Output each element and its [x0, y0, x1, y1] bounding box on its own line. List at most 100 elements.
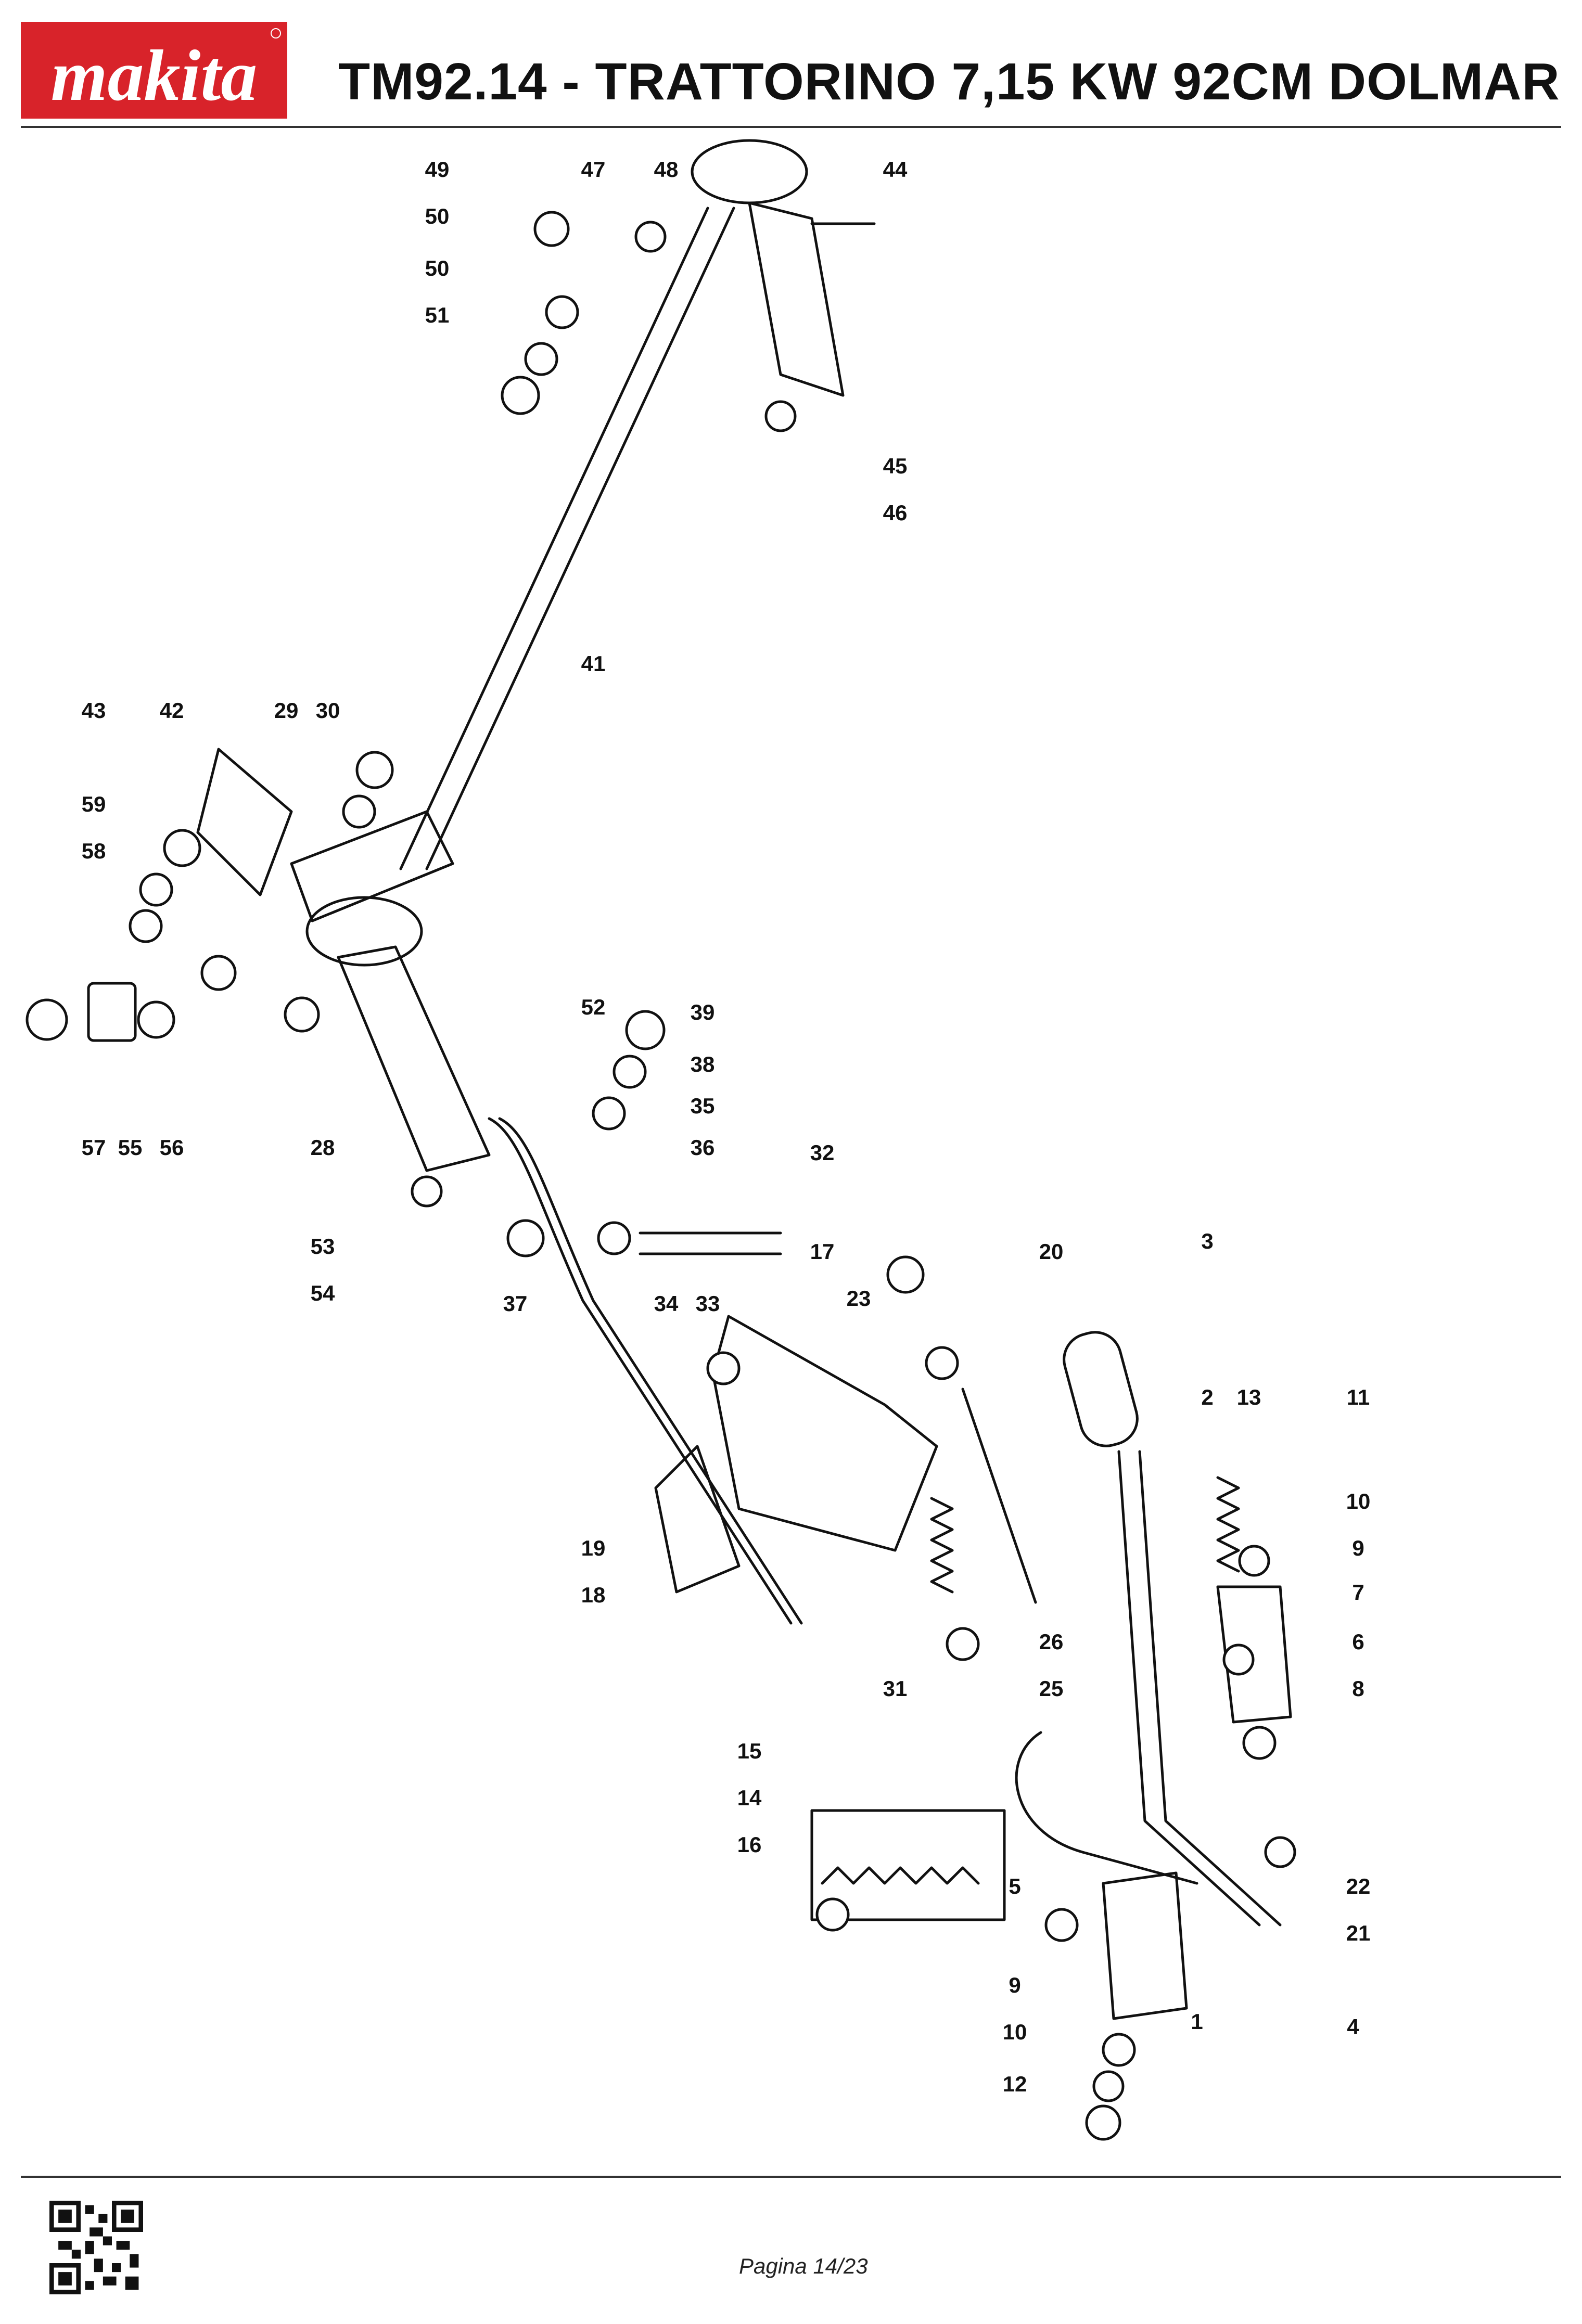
part-label: 5: [1009, 1874, 1020, 1898]
part-label: 9: [1352, 1536, 1364, 1560]
bracket-18: [654, 1445, 741, 1594]
brand-wordmark: makita: [51, 35, 258, 116]
nut-28b: [284, 996, 320, 1033]
part-label: 32: [810, 1140, 835, 1165]
part-label: 21: [1346, 1921, 1371, 1945]
part-label: 8: [1352, 1676, 1364, 1701]
washer-38: [613, 1055, 647, 1089]
makita-logo: makita: [21, 22, 287, 119]
bracket-1: [1102, 1871, 1188, 2020]
part-label: 45: [883, 454, 908, 478]
part-label: 10: [1003, 2020, 1027, 2044]
part-label: 7: [1352, 1580, 1364, 1604]
part-label: 13: [1237, 1385, 1261, 1409]
bracket-42: [196, 748, 293, 896]
part-label: 51: [425, 303, 450, 327]
part-label: 35: [691, 1094, 715, 1118]
part-callouts: 1 2 3 4 5 6 7 8 9 9 10 10 11 12 13 14 15…: [82, 157, 1371, 2096]
washer-45: [764, 400, 797, 432]
part-label: 6: [1352, 1629, 1364, 1654]
washer-20: [925, 1346, 959, 1380]
nut-37: [506, 1219, 545, 1257]
part-label: 18: [581, 1583, 606, 1607]
part-label: 20: [1039, 1239, 1064, 1264]
linkage-rod: [488, 1117, 793, 1625]
lever-bend: [1015, 1731, 1198, 1885]
part-label: 25: [1039, 1676, 1064, 1701]
part-label: 31: [883, 1676, 908, 1701]
part-label: 42: [160, 698, 184, 723]
page-number: Pagina 14/23: [739, 2254, 868, 2278]
washer-9b: [1102, 2033, 1136, 2067]
part-label: 11: [1347, 1385, 1370, 1409]
nut-57: [25, 998, 68, 1041]
washer-58b: [129, 909, 163, 943]
part-label: 19: [581, 1536, 606, 1560]
part-label: 44: [883, 157, 908, 182]
nut-39: [625, 1010, 666, 1050]
part-label: 54: [311, 1281, 335, 1305]
part-label: 37: [503, 1291, 528, 1316]
part-label: 55: [118, 1135, 143, 1160]
nut-28: [200, 955, 237, 991]
nut-51: [501, 376, 540, 415]
part-label: 59: [82, 792, 106, 816]
part-label: 41: [581, 651, 606, 676]
part-label: 46: [883, 500, 908, 525]
part-label: 38: [691, 1052, 715, 1076]
nut-49: [533, 211, 570, 247]
part-label: 26: [1039, 1629, 1064, 1654]
arm-52: [337, 945, 491, 1172]
nut-5: [1044, 1908, 1079, 1942]
arm-44: [748, 201, 845, 397]
nut-26: [946, 1627, 980, 1661]
handle-3: [1063, 1331, 1139, 1447]
part-label: 1: [1191, 2009, 1203, 2034]
nut-56: [137, 1000, 175, 1039]
nut-16: [815, 1897, 850, 1932]
footer-divider: [21, 2176, 1561, 2178]
part-label: 12: [1003, 2072, 1027, 2096]
part-label: 49: [425, 157, 450, 182]
part-label: 9: [1009, 1973, 1020, 1997]
part-label: 50: [425, 256, 450, 280]
part-label: 43: [82, 698, 106, 723]
washer-50b: [524, 342, 558, 376]
spring-25: [930, 1497, 954, 1594]
washer-58: [139, 872, 173, 907]
part-label: 47: [581, 157, 606, 182]
nut-59: [163, 829, 201, 867]
part-label: 50: [425, 204, 450, 228]
part-label: 57: [82, 1135, 106, 1160]
part-label: 48: [654, 157, 679, 182]
part-label: 4: [1347, 2014, 1359, 2039]
washer-33: [706, 1351, 741, 1385]
exploded-parts-diagram: 1 2 3 4 5 6 7 8 9 9 10 10 11 12 13 14 15…: [25, 139, 1371, 2141]
part-label: 58: [82, 839, 106, 863]
part-label: 34: [654, 1291, 679, 1316]
part-label: 23: [847, 1286, 871, 1311]
part-label: 22: [1346, 1874, 1371, 1898]
washer-21: [1264, 1836, 1296, 1868]
part-label: 10: [1346, 1489, 1371, 1513]
part-label: 53: [311, 1234, 335, 1259]
arm-44-hub: [691, 139, 808, 204]
lever-2: [1117, 1450, 1261, 1927]
part-label: 39: [691, 1000, 715, 1024]
bracket-29: [290, 810, 454, 922]
washer-10b: [1092, 2070, 1125, 2102]
part-label: 52: [581, 995, 606, 1019]
part-label: 17: [810, 1239, 835, 1264]
washer-29: [342, 794, 376, 829]
part-label: 30: [316, 698, 340, 723]
page-title: TM92.14 - TRATTORINO 7,15 KW 92CM DOLMAR: [338, 53, 1560, 111]
washer-10: [1238, 1545, 1270, 1577]
part-label: 15: [737, 1739, 762, 1763]
part-label: 16: [737, 1832, 762, 1857]
washer-53: [411, 1175, 443, 1208]
arm-52-hub: [305, 896, 423, 967]
part-label: 56: [160, 1135, 184, 1160]
part-label: 36: [691, 1135, 715, 1160]
spring-13: [1216, 1476, 1240, 1573]
qr-code-icon: [49, 2201, 143, 2294]
